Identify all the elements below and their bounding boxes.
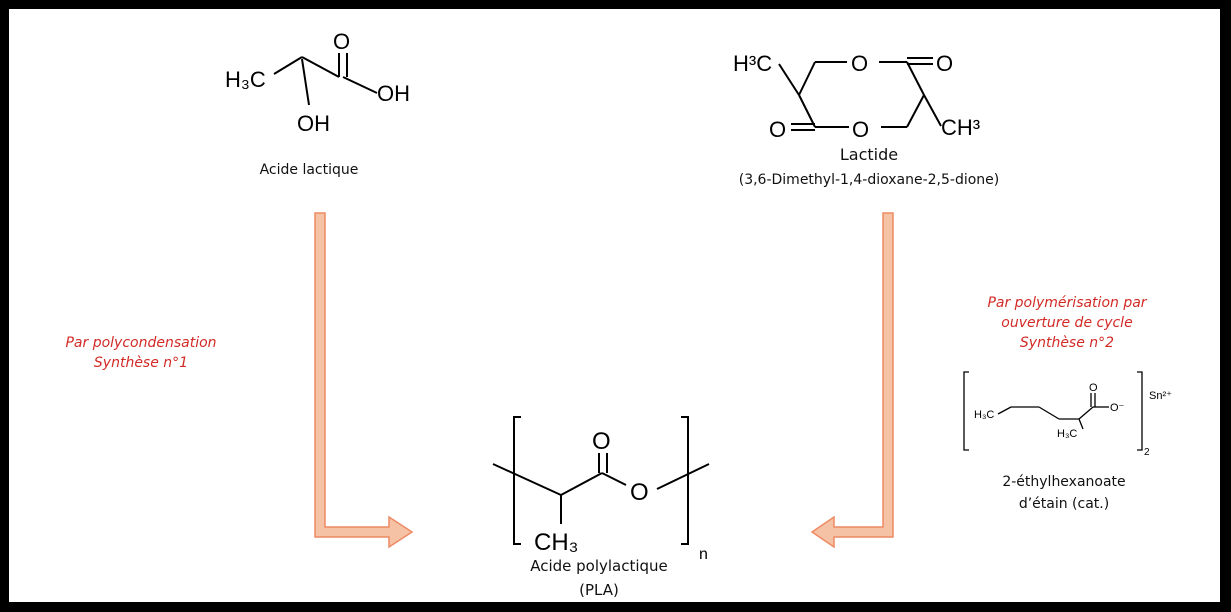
lactide-o-keto-right-label: O xyxy=(936,51,953,76)
pla-name-line1: Acide polylactique xyxy=(530,557,668,575)
lactide-iupac-name: (3,6-Dimethyl-1,4-dioxane-2,5-dione) xyxy=(738,172,1000,188)
lactic-h3c-label: H₃C xyxy=(225,67,266,92)
route1-line1: Par polycondensation xyxy=(65,335,217,351)
catalyst-h3c-chain-label: H₃C xyxy=(974,409,994,421)
pla-structure: O O CH₃ n xyxy=(492,416,710,563)
lactide-o-ring-top-label: O xyxy=(851,51,868,76)
pla-name: Acide polylactique (PLA) xyxy=(499,554,699,602)
route2-line3: Synthèse n°2 xyxy=(1019,335,1115,351)
lactide-o-keto-left-label: O xyxy=(769,117,786,142)
catalyst-o-carbonyl-label: O xyxy=(1089,382,1098,394)
catalyst-name-line2: d’étain (cat.) xyxy=(1018,496,1110,512)
pla-o-carbonyl-label: O xyxy=(592,428,611,455)
route1-line2: Synthèse n°1 xyxy=(93,355,189,371)
lactide-name: Lactide xyxy=(839,145,899,164)
catalyst-structure: H₃C O O⁻ H₃C Sn²⁺ 2 xyxy=(963,371,1172,458)
pla-subscript-n: n xyxy=(699,546,708,563)
lactic-acid-structure: H₃C O OH OH xyxy=(225,29,410,136)
diagram-frame: H₃C O OH OH Acide lactique H³C O xyxy=(7,7,1222,604)
lactic-oh-right-label: OH xyxy=(377,81,410,106)
pla-name-line2: (PLA) xyxy=(579,581,619,599)
route2-line1: Par polymérisation par xyxy=(987,295,1147,311)
catalyst-name-line1: 2-éthylhexanoate xyxy=(1002,474,1126,490)
lactide-o-ring-bottom-label: O xyxy=(852,117,869,142)
lactide-h3c-label: H³C xyxy=(733,51,772,76)
pla-ch3-label: CH₃ xyxy=(534,529,578,556)
lactic-o-top-label: O xyxy=(333,29,350,54)
catalyst-sn-label: Sn²⁺ xyxy=(1149,390,1172,402)
route1-arrow xyxy=(314,212,414,549)
route2-line2: ouverture de cycle xyxy=(1001,315,1133,331)
catalyst-o-anion-label: O⁻ xyxy=(1110,402,1125,414)
catalyst-name: 2-éthylhexanoate d’étain (cat.) xyxy=(979,471,1149,515)
catalyst-h3c-branch-label: H₃C xyxy=(1057,428,1077,440)
catalyst-subscript-2: 2 xyxy=(1144,447,1150,458)
pla-o-ester-label: O xyxy=(630,479,649,506)
route2-arrow xyxy=(810,212,894,549)
route1-label: Par polycondensation Synthèse n°1 xyxy=(11,333,271,373)
lactic-oh-bottom-label: OH xyxy=(297,111,330,136)
lactide-structure: H³C O O O O CH³ xyxy=(733,51,980,142)
lactic-acid-name: Acide lactique xyxy=(259,162,359,178)
route2-label: Par polymérisation par ouverture de cycl… xyxy=(947,293,1187,353)
lactide-ch3-label: CH³ xyxy=(941,115,980,140)
